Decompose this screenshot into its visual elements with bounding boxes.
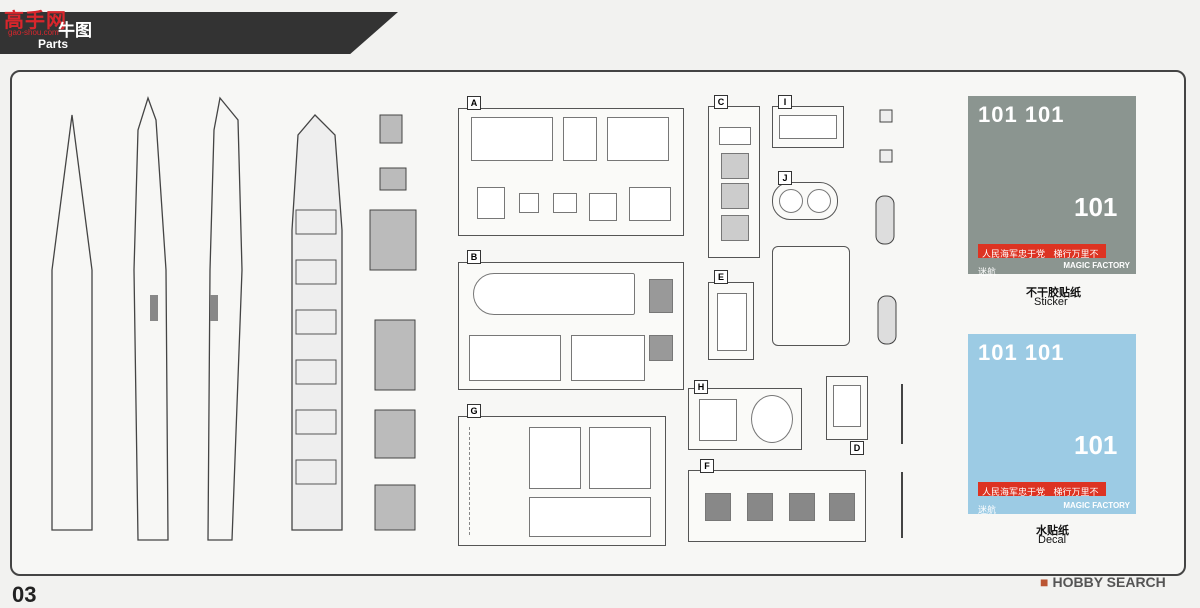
loose-parts (875, 109, 903, 538)
sprue-h (688, 388, 802, 450)
decal-hull-number: 101 101 (978, 340, 1065, 365)
hobby-search-logo: ■HOBBY SEARCH (1040, 574, 1166, 590)
decal-caption-cn: 水贴纸 (1036, 525, 1069, 537)
sprue-label-e: E (714, 270, 728, 284)
watermark-url: gao-shou.com (8, 28, 59, 37)
sticker-deck-number: 101 (1074, 192, 1118, 222)
sticker-caption-cn: 不干胶贴纸 (1026, 287, 1081, 299)
sprue-label-d: D (850, 441, 864, 455)
sprue-label-h: H (694, 380, 708, 394)
clear-part (772, 246, 850, 346)
sprue-a (458, 108, 684, 236)
sprue-g (458, 416, 666, 546)
sticker-brand: MAGIC FACTORY (1063, 261, 1130, 270)
sprue-i (772, 106, 844, 148)
section-title-en: Parts (38, 37, 69, 51)
sprue-c (708, 106, 760, 258)
page-number: 03 (12, 582, 37, 607)
header-band (0, 12, 398, 54)
hull-drawings (51, 95, 417, 541)
decal-caption-en: Decal (1038, 534, 1067, 546)
sprue-label-f: F (700, 459, 714, 473)
sticker-sheet: 101 101 101 人民海军忠于党 梯行万里不迷航 MAGIC FACTOR… (968, 96, 1136, 277)
sprue-j (772, 182, 838, 220)
section-title-cn: 牛图 (58, 21, 92, 40)
decal-deck-number: 101 (1074, 430, 1118, 460)
decal-brand: MAGIC FACTORY (1063, 501, 1130, 510)
sprue-label-j: J (778, 171, 792, 185)
hull-side-view-left (133, 95, 169, 541)
sprue-label-i: I (778, 95, 792, 109)
sprue-d (826, 376, 868, 440)
hull-top-view (51, 114, 93, 531)
sprue-f (688, 470, 866, 542)
watermark-logo: 高手网 (4, 10, 67, 32)
sprue-label-a: A (467, 96, 481, 110)
sticker-caption-en: Sticker (1034, 296, 1068, 308)
sprue-b (458, 262, 684, 390)
sprue-label-b: B (467, 250, 481, 264)
sprue-e (708, 282, 754, 360)
sticker-slogan-banner: 人民海军忠于党 梯行万里不迷航 (978, 244, 1106, 277)
hull-side-view-right (207, 96, 243, 541)
water-decal-sheet: 101 101 101 人民海军忠于党 梯行万里不迷航 MAGIC FACTOR… (968, 334, 1136, 515)
decal-slogan-banner: 人民海军忠于党 梯行万里不迷航 (978, 482, 1106, 515)
sprue-label-c: C (714, 95, 728, 109)
deck-plan (291, 114, 343, 531)
hobby-search-icon: ■ (1040, 574, 1049, 590)
sticker-hull-number: 101 101 (978, 102, 1065, 127)
sprue-label-g: G (467, 404, 481, 418)
